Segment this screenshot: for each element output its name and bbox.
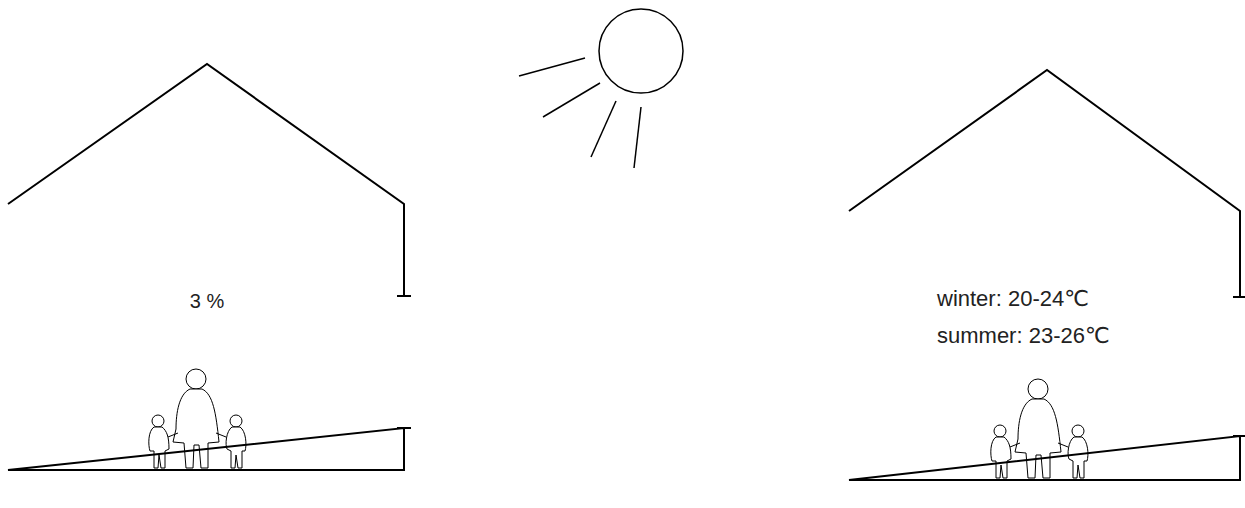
house-outline	[8, 64, 414, 472]
house-line	[849, 436, 1240, 480]
temperature-range: winter: 20-24℃	[937, 286, 1089, 311]
house-line	[8, 64, 404, 296]
house-section: winter: 20-24℃ summer: 23-26℃	[849, 70, 1240, 480]
house-section: 3 %	[8, 64, 404, 470]
share-value: 3 %	[190, 290, 224, 313]
house-line	[8, 428, 404, 470]
house-line	[849, 70, 1240, 297]
temperature-range: summer: 23-26℃	[937, 323, 1110, 348]
house-line	[1233, 296, 1245, 298]
house-outline	[849, 70, 1245, 482]
house-line	[397, 295, 411, 297]
sun	[519, 9, 683, 168]
